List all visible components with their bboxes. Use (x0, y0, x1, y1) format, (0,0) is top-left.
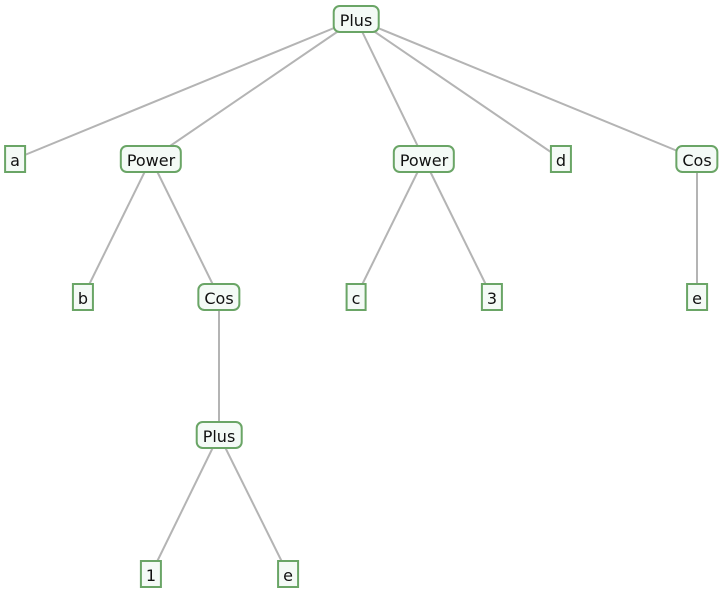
edge (150, 158, 220, 298)
tree-node-d: d (549, 145, 573, 173)
edge (355, 18, 562, 160)
tree-node-e: e (277, 560, 299, 588)
edge (355, 158, 425, 298)
edge (355, 18, 698, 160)
tree-node-c: c (345, 283, 367, 311)
edge (150, 18, 357, 160)
edge (150, 434, 220, 575)
tree-node-3: 3 (480, 283, 504, 311)
tree-node-power: Power (392, 145, 456, 173)
edge (355, 18, 425, 160)
edge (14, 18, 357, 160)
tree-node-a: a (4, 145, 26, 173)
tree-node-power: Power (119, 145, 183, 173)
edge (82, 158, 152, 298)
tree-node-plus: Plus (195, 421, 243, 449)
edge (423, 158, 493, 298)
edge (218, 434, 289, 575)
tree-node-cos: Cos (675, 145, 719, 173)
tree-node-b: b (71, 283, 95, 311)
tree-node-1: 1 (139, 560, 163, 588)
tree-node-e: e (686, 283, 708, 311)
tree-node-cos: Cos (197, 283, 241, 311)
tree-node-plus: Plus (332, 5, 380, 33)
